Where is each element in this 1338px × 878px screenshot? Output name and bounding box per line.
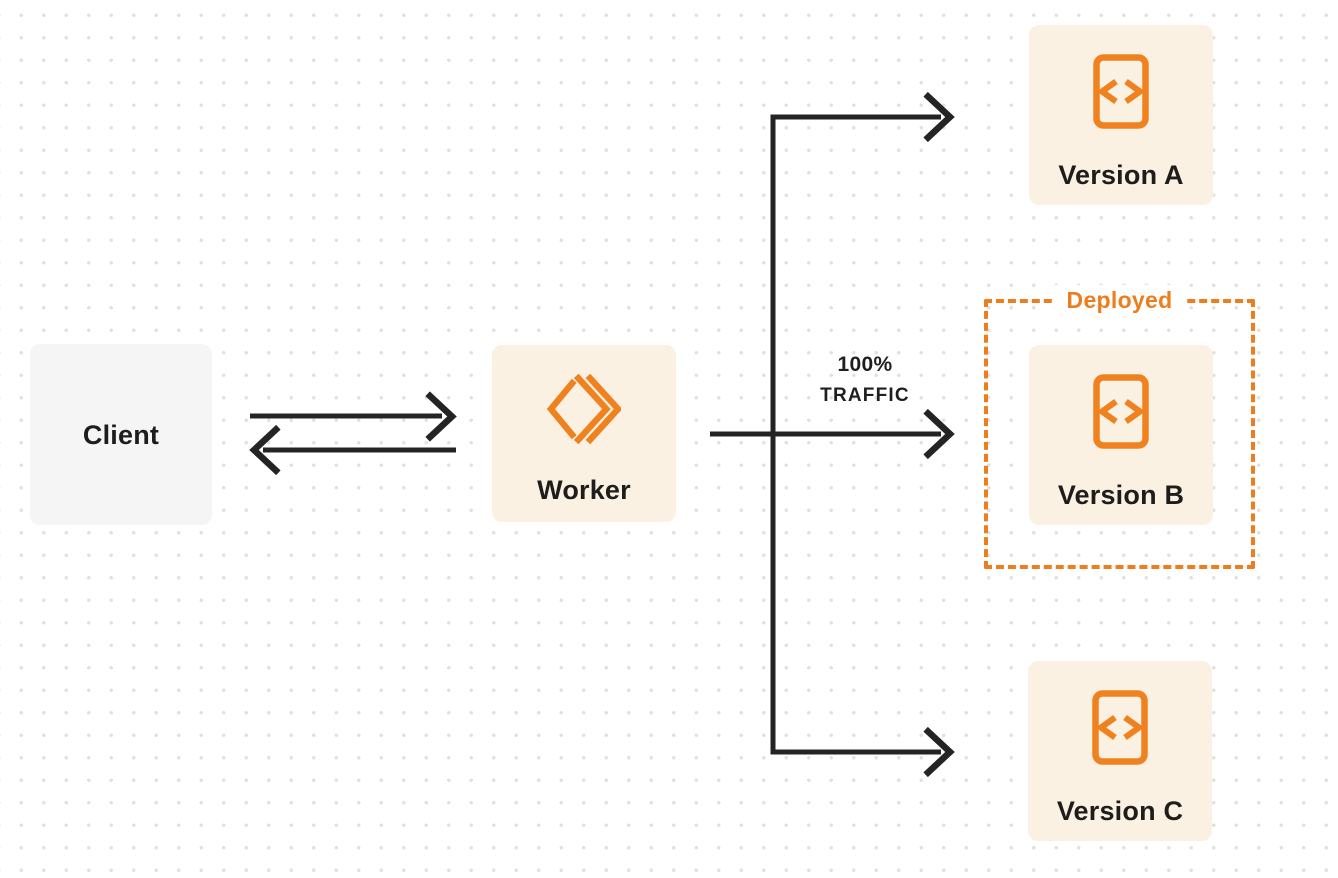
version-b-node: Version B: [1029, 345, 1213, 525]
version-c-node: Version C: [1028, 661, 1212, 841]
arrowhead-to-version-a: [923, 91, 955, 143]
edge-fanout-trunk: [770, 114, 941, 755]
traffic-annotation: 100% TRAFFIC: [800, 349, 930, 412]
code-file-icon: [1092, 690, 1148, 765]
version-b-label: Version B: [1057, 480, 1185, 510]
deployed-frame: Deployed: [984, 285, 1255, 569]
arrowhead-client-to-worker: [425, 391, 457, 442]
version-c-label: Version C: [1056, 796, 1184, 826]
workers-logo-icon: [547, 373, 621, 445]
worker-label: Worker: [537, 475, 631, 505]
deployed-label: Deployed: [1054, 285, 1185, 315]
version-a-label: Version A: [1058, 160, 1184, 190]
worker-node: Worker: [492, 345, 676, 522]
traffic-word: TRAFFIC: [820, 385, 910, 406]
client-label: Client: [82, 419, 160, 450]
code-file-icon: [1093, 374, 1149, 449]
traffic-percent: 100%: [837, 353, 893, 376]
client-node: Client: [30, 344, 212, 525]
arrowhead-to-version-c: [923, 726, 955, 778]
arrowhead-to-version-b: [923, 408, 955, 460]
arrowhead-worker-to-client: [249, 424, 281, 476]
code-file-icon: [1093, 54, 1149, 129]
version-a-node: Version A: [1029, 25, 1213, 205]
